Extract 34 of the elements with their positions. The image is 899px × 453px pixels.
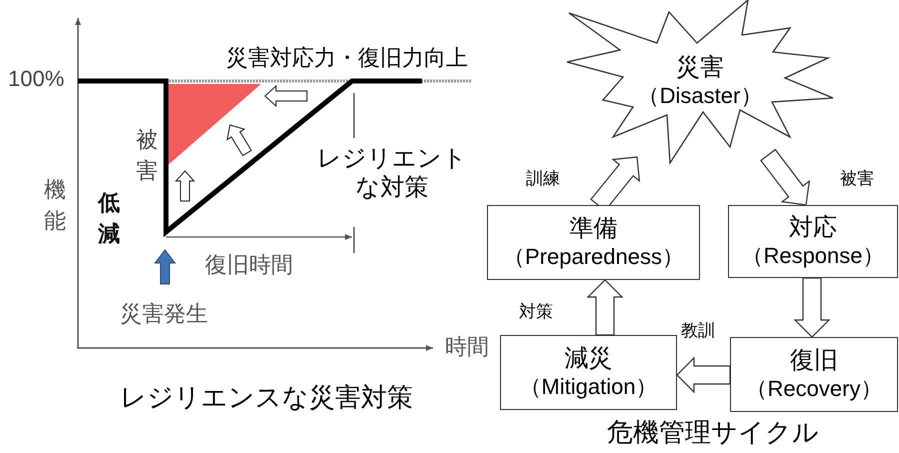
node-subtitle: （Recovery） [746, 376, 882, 402]
annotation: 災害対応力・復旧力向上 [226, 46, 468, 70]
caption: レジリエンスな災害対策 [120, 383, 413, 412]
process-box [487, 205, 700, 280]
annotation: 被害 [136, 126, 158, 185]
node-title: 復旧 [790, 346, 838, 376]
block-arrow [760, 148, 810, 206]
node-title: 減災 [564, 344, 612, 374]
edge-label: 訓練 [526, 170, 560, 189]
block-arrow [586, 279, 624, 336]
process-box [730, 337, 898, 412]
axis-title: 時間 [445, 335, 489, 360]
node-subtitle: （Mitigation） [519, 374, 658, 400]
axis-tick-label: 100% [8, 67, 64, 92]
caption: 危機管理サイクル [607, 418, 819, 447]
annotation: 低減 [98, 189, 120, 248]
annotation: 災害発生 [120, 302, 208, 326]
process-box [500, 335, 677, 410]
axis-title: 機能 [44, 176, 66, 235]
node-title: 災害 [676, 54, 724, 83]
dimension-label: 復旧時間 [205, 253, 293, 278]
edge-label: 被害 [840, 170, 874, 189]
edge-label: 対策 [519, 303, 553, 322]
node-subtitle: （Response） [741, 242, 885, 270]
block-arrow [794, 277, 830, 338]
node-subtitle: （Preparedness） [503, 244, 684, 270]
annotation: レジリエントな対策 [316, 145, 468, 203]
node-title: 準備 [570, 214, 618, 244]
process-box [728, 205, 898, 278]
node-title: 対応 [789, 214, 837, 243]
block-arrow [676, 356, 731, 394]
edge-label: 教訓 [681, 322, 715, 341]
starburst-shape [567, 0, 833, 163]
node-subtitle: （Disaster） [638, 82, 762, 110]
